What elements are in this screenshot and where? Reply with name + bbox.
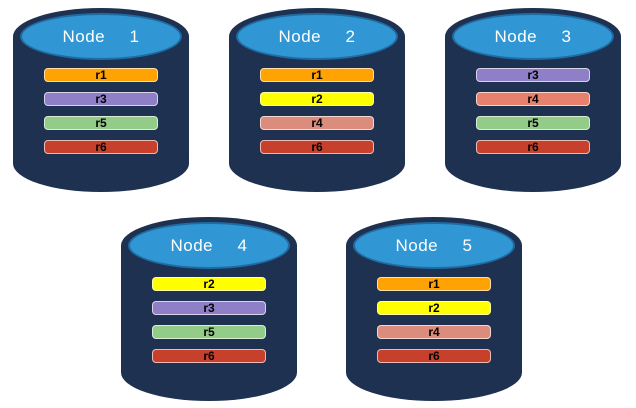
replica-bar: r6 [377,349,491,363]
replica-bar: r4 [260,116,374,130]
replica-bar-list: r3 r4 r5 r6 [476,68,590,154]
replica-bar-list: r2 r3 r5 r6 [152,277,266,363]
node-title: Node 2 [278,26,356,46]
replica-bar: r6 [260,140,374,154]
replica-bar-list: r1 r2 r4 r6 [260,68,374,154]
replica-bar: r3 [44,92,158,106]
node-title: Node 4 [170,235,248,255]
cylinder-top-face [128,222,290,269]
database-node-3: Node 3 r3 r4 r5 r6 [445,8,621,192]
replica-bar: r5 [476,116,590,130]
replica-bar: r4 [476,92,590,106]
replica-bar: r3 [476,68,590,82]
database-node-1: Node 1 r1 r3 r5 r6 [13,8,189,192]
replica-bar: r6 [152,349,266,363]
cylinder-top-face [353,222,515,269]
database-node-2: Node 2 r1 r2 r4 r6 [229,8,405,192]
replica-bar: r2 [152,277,266,291]
cylinder-top-face [20,13,182,60]
replica-bar: r5 [152,325,266,339]
replica-bar: r1 [44,68,158,82]
node-title: Node 1 [62,26,140,46]
database-node-4: Node 4 r2 r3 r5 r6 [121,217,297,401]
replica-bar: r6 [476,140,590,154]
replica-bar: r4 [377,325,491,339]
replica-bar: r3 [152,301,266,315]
replica-bar: r2 [377,301,491,315]
replica-bar: r2 [260,92,374,106]
replica-bar-list: r1 r2 r4 r6 [377,277,491,363]
database-node-5: Node 5 r1 r2 r4 r6 [346,217,522,401]
replica-bar: r5 [44,116,158,130]
cylinder-top-face [236,13,398,60]
replica-bar: r6 [44,140,158,154]
node-title: Node 5 [395,235,473,255]
node-title: Node 3 [494,26,572,46]
cylinder-top-face [452,13,614,60]
replica-bar: r1 [377,277,491,291]
replica-bar-list: r1 r3 r5 r6 [44,68,158,154]
replica-bar: r1 [260,68,374,82]
